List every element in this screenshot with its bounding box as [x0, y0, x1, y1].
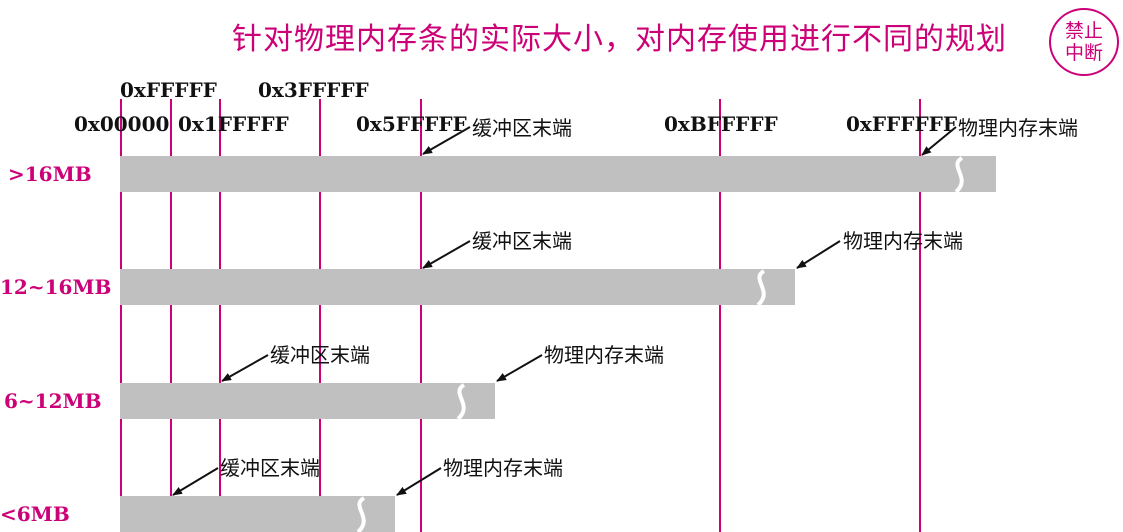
address-line-0x5FFFFF: [420, 99, 422, 532]
address-label-0xFFFFF: 0xFFFFF: [120, 78, 217, 102]
memory-bar-under-6mb: [120, 496, 395, 532]
memory-end-label-row-2: 物理内存末端: [843, 229, 963, 253]
memory-bar-over-16mb: [120, 156, 996, 192]
arrow-memory-end-row-4: [396, 467, 442, 496]
arrow-buffer-end-row-4: [172, 467, 219, 496]
buffer-end-label-row-2: 缓冲区末端: [472, 229, 572, 253]
seal-line-1: 禁止: [1064, 20, 1103, 42]
address-line-0xFFFFFF: [919, 99, 921, 532]
arrow-buffer-end-row-2: [422, 240, 471, 269]
address-line-0x00000: [120, 99, 122, 532]
memory-end-label-row-4: 物理内存末端: [443, 456, 563, 480]
row-label-6-12mb: 6~12MB: [4, 389, 102, 413]
address-line-0x1FFFFF: [219, 99, 221, 532]
memory-end-label-row-3: 物理内存末端: [544, 343, 664, 367]
buffer-end-label-row-3: 缓冲区末端: [270, 343, 370, 367]
arrow-buffer-end-row-3: [221, 354, 269, 382]
memory-bar-12-16mb: [120, 269, 795, 305]
memory-bar-6-12mb: [120, 383, 495, 419]
buffer-end-label-row-1: 缓冲区末端: [472, 116, 572, 140]
address-label-0x1FFFFF: 0x1FFFFF: [178, 112, 289, 136]
buffer-end-label-row-4: 缓冲区末端: [220, 456, 320, 480]
address-label-0x00000: 0x00000: [74, 112, 170, 136]
row-label-over-16mb: >16MB: [8, 162, 92, 186]
address-label-0x3FFFFF: 0x3FFFFF: [258, 78, 369, 102]
diagram-title: 针对物理内存条的实际大小，对内存使用进行不同的规划: [232, 22, 1007, 57]
address-label-0x5FFFFF: 0x5FFFFF: [356, 112, 467, 136]
row-label-under-6mb: <6MB: [0, 502, 70, 526]
address-label-0xFFFFFF: 0xFFFFFF: [846, 112, 958, 136]
address-line-0x3FFFFF: [319, 99, 321, 532]
memory-end-label-row-1: 物理内存末端: [958, 116, 1078, 140]
row-label-12-16mb: 12~16MB: [0, 275, 112, 299]
interrupt-disabled-seal: 禁止 中断: [1049, 8, 1119, 76]
arrow-memory-end-row-3: [496, 354, 543, 382]
seal-line-2: 中断: [1064, 42, 1103, 64]
address-label-0xBFFFFF: 0xBFFFFF: [664, 112, 778, 136]
address-line-0xBFFFFF: [719, 99, 721, 532]
address-line-0xFFFFF: [170, 99, 172, 532]
arrow-memory-end-row-2: [796, 240, 841, 269]
